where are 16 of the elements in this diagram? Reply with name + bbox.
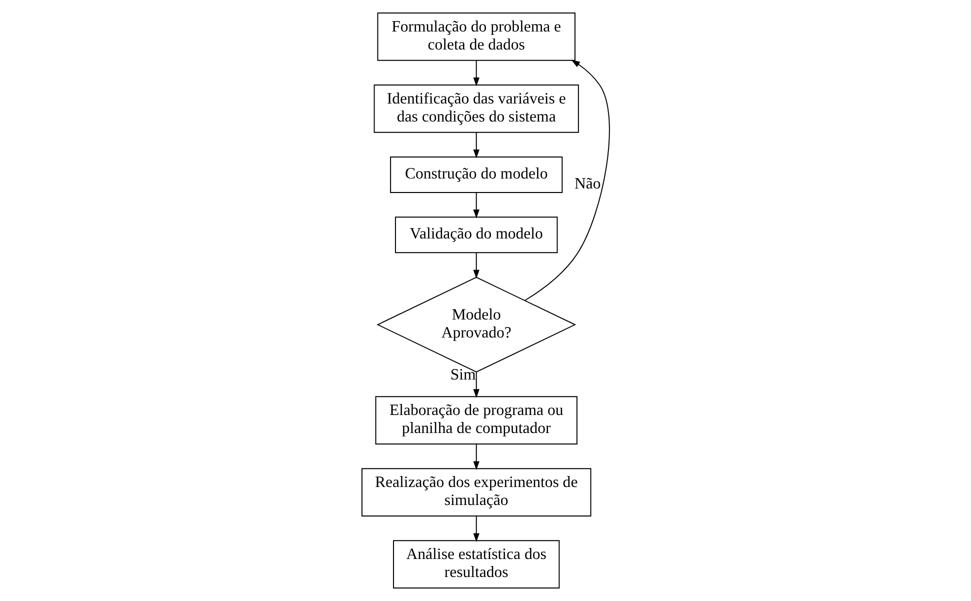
- node-box: Identificação das variáveis e das condições do sistema: [373, 84, 578, 133]
- node-box: Realização dos experimentos de simulação: [360, 468, 591, 516]
- arrow: [472, 60, 479, 86]
- node-box: Análise estatística dos resultados: [392, 540, 560, 588]
- arrow: [472, 192, 479, 218]
- arrow: [472, 516, 479, 542]
- node-box: Elaboração de programa ou planilha de computador: [374, 396, 577, 444]
- node-box: Construção do modelo: [390, 156, 562, 193]
- node-box: Formulação do problema e coleta de dados: [376, 12, 575, 61]
- arrow: [472, 372, 479, 398]
- node-box: Validação do modelo: [394, 216, 558, 254]
- edge-label: Não: [574, 175, 600, 192]
- arrow: [472, 132, 479, 158]
- arrow: [524, 60, 610, 301]
- arrow: [472, 252, 479, 279]
- arrow: [472, 444, 479, 470]
